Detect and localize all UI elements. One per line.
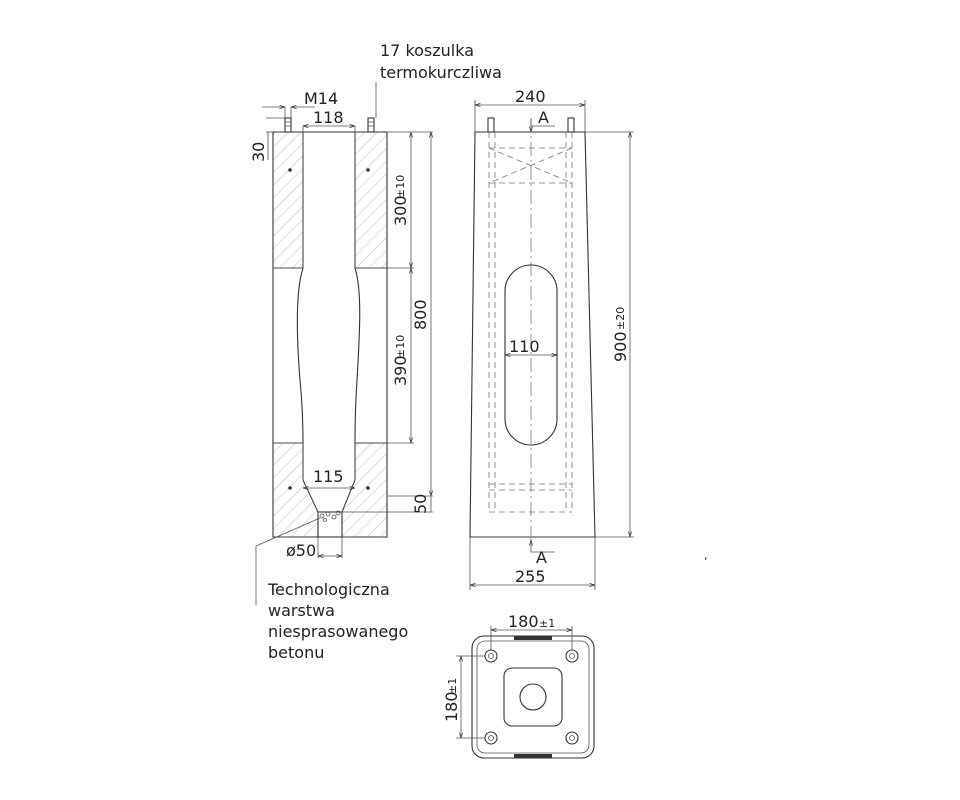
inner-bore-right xyxy=(354,267,361,444)
upper-right-wall xyxy=(354,131,388,269)
inner-bore-left xyxy=(296,267,304,444)
plan-bolt xyxy=(484,649,498,663)
section-a-top: A xyxy=(538,108,549,127)
anchor-dot xyxy=(366,168,370,172)
dim-300-tol: ±10 xyxy=(394,175,407,198)
dim-300-label: 300 xyxy=(391,195,410,226)
plan-tab xyxy=(514,754,552,758)
plan-opening xyxy=(503,667,563,727)
side-right-bolt xyxy=(567,117,575,133)
spacing-x-tol: ±1 xyxy=(539,617,555,630)
left-bolt xyxy=(284,117,292,133)
plan-bolt xyxy=(484,731,498,745)
sleeve-label-2: termokurczliwa xyxy=(380,63,502,82)
offset-30-label: 30 xyxy=(249,142,268,162)
plan-outline xyxy=(471,635,595,759)
width-240-label: 240 xyxy=(515,87,546,106)
height-900-tol: ±20 xyxy=(614,307,627,330)
section-a-bottom: A xyxy=(536,548,547,567)
plan-bolt xyxy=(565,649,579,663)
side-left-bolt xyxy=(487,117,495,133)
stray-mark: , xyxy=(704,549,708,562)
height-900-label: 900 xyxy=(611,331,630,362)
width-255-label: 255 xyxy=(515,567,546,586)
slot-110-label: 110 xyxy=(509,337,540,356)
note-line-3: niesprasowanego xyxy=(268,622,408,641)
note-line-4: betonu xyxy=(268,643,324,662)
anchor-dot xyxy=(366,486,370,490)
plan-bolt xyxy=(565,731,579,745)
note-line-1: Technologiczna xyxy=(267,580,390,599)
plan-inner-outline xyxy=(476,640,590,754)
spacing-x-label: 180 xyxy=(508,612,539,631)
plan-drain-hole xyxy=(519,683,547,711)
dim-50-label: 50 xyxy=(411,494,430,514)
lower-block xyxy=(272,442,319,538)
anchor-dot xyxy=(288,486,292,490)
side-view: 110 240 A A 900 ±20 255 , xyxy=(469,87,708,590)
drain-pipe xyxy=(317,511,343,538)
anchor-dot xyxy=(288,168,292,172)
diameter-50-label: ø50 xyxy=(286,541,316,560)
plan-tab xyxy=(514,636,552,640)
dim-390-label: 390 xyxy=(391,355,410,386)
lower-block-right xyxy=(341,442,388,538)
spacing-y-label: 180 xyxy=(442,691,461,722)
right-bolt xyxy=(367,117,375,133)
note-leader xyxy=(255,517,321,605)
plan-view: 180 ±1 180 ±1 xyxy=(442,612,595,759)
opening-118-label: 118 xyxy=(313,108,344,127)
section-view: M14 118 30 17 koszulka termokurczliwa 30… xyxy=(249,41,502,662)
m14-label: M14 xyxy=(304,89,338,108)
sleeve-label-1: 17 koszulka xyxy=(380,41,474,60)
note-line-2: warstwa xyxy=(268,601,335,620)
dim-115-label: 115 xyxy=(313,467,344,486)
spacing-y-tol: ±1 xyxy=(446,678,459,694)
dim-800-label: 800 xyxy=(411,299,430,330)
upper-left-wall xyxy=(272,131,304,269)
dim-390-tol: ±10 xyxy=(394,335,407,358)
loose-concrete-layer xyxy=(319,510,341,522)
